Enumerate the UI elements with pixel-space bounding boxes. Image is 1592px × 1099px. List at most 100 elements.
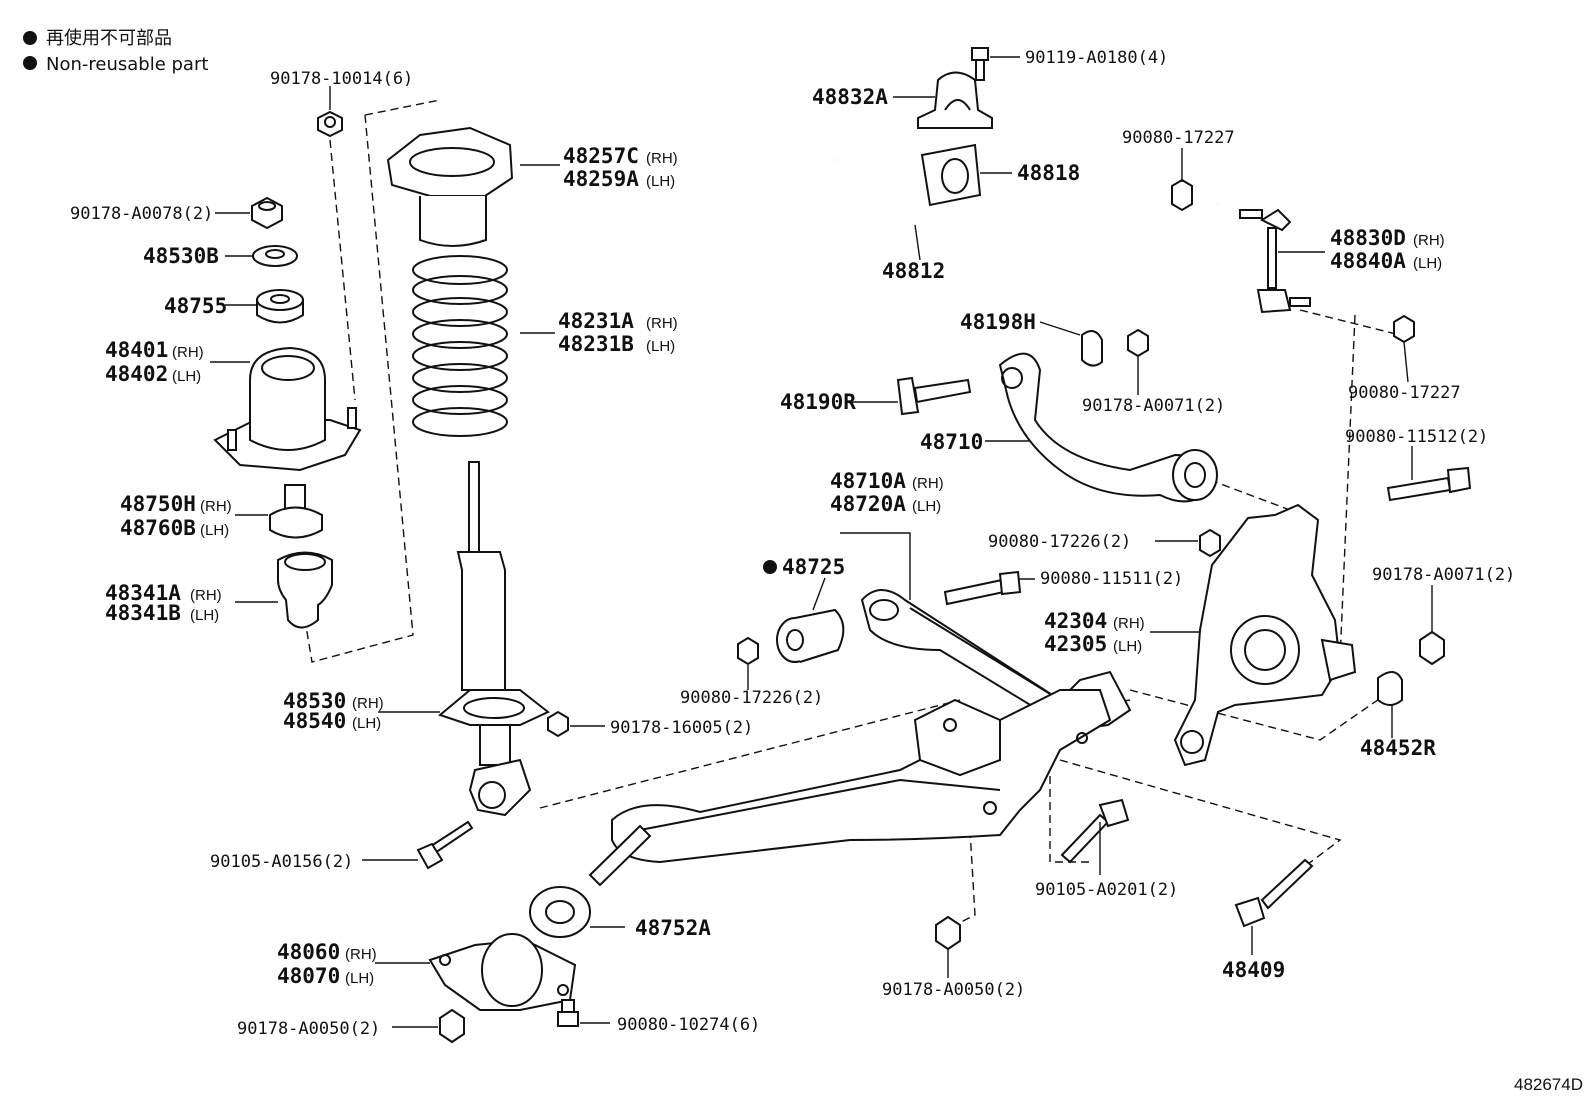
- cam-plate-48452R: [1377, 671, 1403, 706]
- non-reusable-bullet-icon: [23, 31, 37, 45]
- label-48402: 48402: [105, 362, 168, 386]
- label-48341A: 48341A: [105, 581, 181, 605]
- leader-lines: [210, 56, 1433, 1028]
- label-48231A: 48231A: [558, 309, 634, 333]
- label-48840A: 48840A: [1330, 249, 1406, 273]
- label-42304-side: (RH): [1113, 615, 1145, 632]
- label-48409: 48409: [1222, 958, 1285, 982]
- label-48231B: 48231B: [558, 332, 634, 356]
- nut-90178-A0050-left: [439, 1008, 465, 1044]
- label-42304: 42304: [1044, 609, 1107, 633]
- label-90080-10274: 90080-10274(6): [617, 1015, 760, 1035]
- label-48840A-side: (LH): [1413, 255, 1442, 272]
- upper-arm-48710: [998, 352, 1218, 503]
- label-90105-A0201: 90105-A0201(2): [1035, 880, 1178, 900]
- label-48540-side: (LH): [352, 715, 381, 732]
- legend-japanese: 再使用不可部品: [46, 28, 172, 49]
- bushing-48752A: [529, 824, 652, 938]
- label-48341B-side: (LH): [190, 607, 219, 624]
- label-48760B: 48760B: [120, 516, 196, 540]
- stabilizer-link-48830D: [1239, 208, 1311, 314]
- label-90178-10014: 90178-10014(6): [270, 69, 413, 89]
- label-48530B: 48530B: [143, 244, 219, 268]
- bolt-90105-A0156: [416, 820, 474, 870]
- nut-90080-17227-link: [1393, 314, 1415, 344]
- label-48190R: 48190R: [780, 390, 856, 414]
- label-90105-A0156: 90105-A0156(2): [210, 852, 353, 872]
- label-90178-A0050-right: 90178-A0050(2): [882, 980, 1025, 1000]
- label-48257C: 48257C: [563, 144, 639, 168]
- label-48401: 48401: [105, 338, 168, 362]
- label-48060: 48060: [277, 940, 340, 964]
- nut-90178-A0078: [251, 196, 283, 230]
- label-48070: 48070: [277, 964, 340, 988]
- spring-seat-48257C: [386, 126, 514, 247]
- label-48720A-side: (LH): [912, 498, 941, 515]
- bumper-48750H: [269, 484, 323, 539]
- label-48341B: 48341B: [105, 601, 181, 625]
- label-90178-16005: 90178-16005(2): [610, 718, 753, 738]
- label-48231A-side: (RH): [646, 315, 678, 332]
- label-90119-A0180: 90119-A0180(4): [1025, 48, 1168, 68]
- label-90178-A0050-left: 90178-A0050(2): [237, 1019, 380, 1039]
- label-90178-A0078: 90178-A0078(2): [70, 204, 213, 224]
- label-90080-11511: 90080-11511(2): [1040, 569, 1183, 589]
- label-48452R: 48452R: [1360, 736, 1436, 760]
- label-48725: 48725: [782, 555, 845, 579]
- label-48402-side: (LH): [172, 368, 201, 385]
- label-48530-side: (RH): [352, 695, 384, 712]
- label-48257C-side: (RH): [646, 150, 678, 167]
- nut-90080-17226-lower: [737, 636, 759, 666]
- label-90080-11512: 90080-11512(2): [1345, 427, 1488, 447]
- knuckle-42304: [1173, 503, 1357, 767]
- label-48259A: 48259A: [563, 167, 639, 191]
- legend-english: Non-reusable part: [46, 54, 208, 75]
- label-48231B-side: (LH): [646, 338, 675, 355]
- label-90178-A0071-upper: 90178-A0071(2): [1082, 396, 1225, 416]
- label-90080-17226-knuckle: 90080-17226(2): [988, 532, 1131, 552]
- label-48401-side: (RH): [172, 344, 204, 361]
- bumper-48341A: [277, 551, 333, 629]
- washer-48530B: [252, 245, 298, 267]
- non-reusable-bullet-icon: [23, 56, 37, 70]
- bolt-90080-11511: [943, 570, 1022, 606]
- label-48259A-side: (LH): [646, 173, 675, 190]
- label-48710: 48710: [920, 430, 983, 454]
- label-48830D-side: (RH): [1413, 232, 1445, 249]
- label-48750H-side: (RH): [200, 498, 232, 515]
- bolt-48409: [1234, 858, 1314, 928]
- bolt-90105-A0201: [1060, 798, 1130, 864]
- bushing-48818: [920, 143, 982, 207]
- label-48832A: 48832A: [812, 85, 888, 109]
- non-reusable-bullet-icon: [763, 560, 777, 574]
- bolt-48190R: [896, 376, 972, 416]
- coil-spring-48231A: [412, 255, 508, 437]
- label-48812: 48812: [882, 259, 945, 283]
- label-48830D: 48830D: [1330, 226, 1406, 250]
- support-48401: [213, 346, 362, 472]
- label-48710A-side: (RH): [912, 475, 944, 492]
- label-48341A-side: (RH): [190, 587, 222, 604]
- part-labels: 90178-10014(6) 90178-A0078(2) 48530B 487…: [70, 48, 1515, 1039]
- bolt-90119-A0180: [971, 47, 989, 81]
- nut-90178-A0071-knuckle: [1419, 630, 1445, 666]
- label-48198H: 48198H: [960, 310, 1036, 334]
- nut-90178-A0071-upper: [1127, 328, 1149, 358]
- label-48755: 48755: [164, 294, 227, 318]
- label-48530: 48530: [283, 689, 346, 713]
- bracket-48832A: [917, 71, 993, 129]
- label-48540: 48540: [283, 709, 346, 733]
- bolt-90080-10274: [557, 999, 579, 1027]
- legend: 再使用不可部品 Non-reusable part: [23, 28, 208, 75]
- label-48750H: 48750H: [120, 492, 196, 516]
- label-48818: 48818: [1017, 161, 1080, 185]
- nut-90178-A0050-right: [935, 915, 961, 951]
- bushing-48755: [256, 289, 304, 324]
- label-90080-17226-lower: 90080-17226(2): [680, 688, 823, 708]
- label-48710A: 48710A: [830, 469, 906, 493]
- label-48720A: 48720A: [830, 492, 906, 516]
- cam-plate-48198H: [1081, 330, 1103, 367]
- label-48760B-side: (LH): [200, 522, 229, 539]
- nut-90178-10014: [317, 110, 343, 138]
